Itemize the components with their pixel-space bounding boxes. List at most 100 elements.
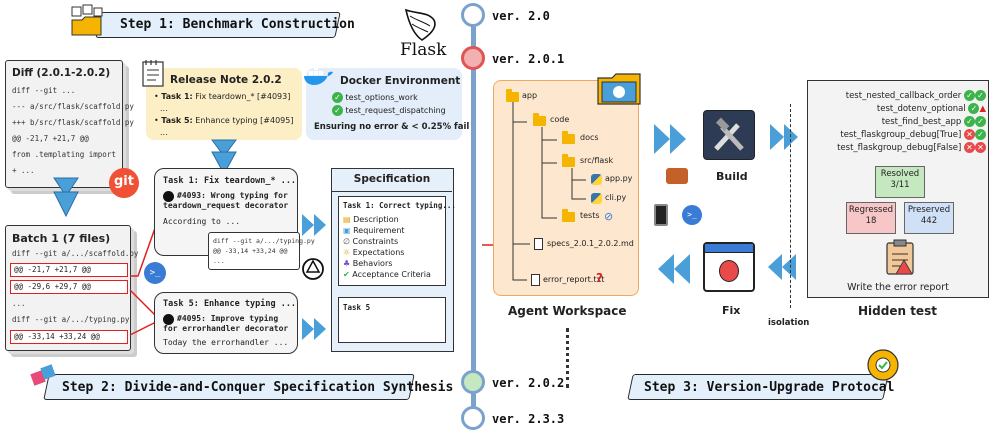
task5-body: Today the errorhandler ... [163, 338, 289, 347]
folder-chart-icon [71, 4, 103, 36]
preserved-label: Preserved [907, 205, 951, 215]
diff-title: Diff (2.0.1-2.0.2) [12, 67, 111, 79]
folder-icon [506, 89, 519, 102]
markdown-file-icon [534, 238, 543, 250]
build-label: Build [716, 170, 748, 183]
folder-icon [562, 154, 575, 167]
diff-line: + ... [12, 166, 35, 175]
gear-badge-icon [867, 349, 899, 381]
spec-task1-title: Task 1: Correct typing... [343, 201, 456, 210]
release-note-title: Release Note 2.0.2 [170, 74, 282, 86]
spec-task1-doc: Task 1: Correct typing... ▤ Description … [338, 196, 456, 286]
question-mark-icon: ? [596, 271, 603, 285]
cross-icon: ✕ [964, 129, 975, 140]
tree-item: app [522, 91, 538, 100]
diff-document: Diff (2.0.1-2.0.2) diff --git ... --- a/… [5, 60, 134, 188]
tree-item: app.py [605, 174, 633, 183]
preserved-value: 442 [920, 216, 938, 227]
openai-icon [302, 258, 324, 280]
regressed-badge: Regressed 18 [846, 202, 896, 234]
check-icon: ✓ [975, 116, 986, 127]
release-ellipsis: ... [160, 104, 168, 113]
fix-icon [703, 242, 755, 292]
isolation-divider [790, 104, 791, 308]
version-label: ver. 2.3.3 [492, 412, 565, 426]
spec-item: ▣ Requirement [343, 226, 405, 235]
behaviors-icon: ♣ [343, 259, 351, 268]
resolved-badge: Resolved 3/11 [875, 166, 925, 198]
hidden-test-label: Hidden test [858, 304, 937, 318]
python-file-icon [591, 174, 602, 185]
docker-title: Docker Environment [340, 75, 461, 87]
diff-hunk: @@ -21,7 +21,7 @@ [10, 263, 128, 277]
batch-title: Batch 1 (7 files) [12, 232, 111, 245]
bug-icon [719, 260, 739, 282]
spec-item: ∅ Constraints [343, 237, 399, 246]
expectations-icon: ☼ [343, 248, 351, 257]
check-icon: ✓ [975, 90, 986, 101]
diff-line: @@ -21,7 +21,7 @@ [12, 134, 89, 143]
acceptance-icon: ✔ [343, 270, 350, 279]
right-chevron-icon [302, 318, 326, 340]
right-chevron-icon [302, 214, 326, 236]
tree-item: error_report.txt [543, 275, 605, 284]
check-icon: ✓ [968, 103, 980, 114]
step2-title: Step 2: Divide-and-Conquer Specification… [62, 380, 454, 395]
constraints-icon: ∅ [343, 237, 350, 246]
specification-panel: Specification Task 1: Correct typing... … [331, 168, 456, 352]
check-icon: ✓ [332, 92, 343, 103]
version-label: ver. 2.0.1 [492, 52, 565, 66]
tree-item: code [550, 115, 570, 124]
step1-title: Step 1: Benchmark Construction [120, 17, 355, 32]
flask-label: Flask [400, 40, 447, 60]
version-node [461, 3, 485, 27]
diff-line: +++ b/src/flask/scaffold.py [12, 118, 134, 127]
docker-icon [304, 66, 333, 85]
tree-item: docs [580, 133, 599, 142]
spec-item: ♣ Behaviors [343, 259, 393, 268]
docker-note: Ensuring no error & < 0.25% fail [314, 122, 470, 132]
docker-test-1: ✓ test_options_work [332, 92, 418, 103]
hidden-test-row: test_flaskgroup_debug[True] ✕✓ [812, 129, 986, 140]
release-note-card: Release Note 2.0.2 • Task 1: Fix teardow… [146, 68, 302, 140]
check-icon: ✓ [332, 105, 343, 116]
version-timeline [471, 14, 476, 418]
check-icon: ✓ [964, 90, 975, 101]
task1-body: According to ... [163, 217, 241, 226]
flask-logo-icon [404, 8, 436, 41]
right-chevron-icon [770, 124, 798, 150]
task5-issue: #4095: Improve typing for errorhandler d… [163, 314, 289, 333]
description-icon: ▤ [343, 215, 351, 224]
release-ellipsis: ... [160, 128, 168, 137]
down-arrow-icon [211, 139, 237, 176]
diff-hunk: @@ -29,6 +29,7 @@ [10, 280, 128, 294]
folder-icon [562, 209, 575, 222]
agent-workspace-panel [493, 80, 639, 296]
task1-title: Task 1: Fix teardown_* ... [163, 176, 297, 186]
version-node-current [461, 46, 485, 70]
docker-environment-card: Docker Environment ✓ test_options_work ✓… [306, 68, 469, 140]
mini-diff-line: @@ -33,14 +33,24 @@ [213, 247, 288, 255]
git-icon: git [109, 168, 139, 198]
mini-diff-line: diff --git a/.../typing.py [213, 237, 315, 245]
github-icon [163, 191, 174, 202]
diff-line: --- a/src/flask/scaffold.py [12, 102, 134, 111]
fix-label: Fix [722, 304, 741, 317]
version-label: ver. 2.0 [492, 9, 550, 23]
down-arrow-icon [53, 177, 79, 218]
preserved-badge: Preserved 442 [904, 202, 954, 234]
report-label: Write the error report [847, 282, 949, 293]
check-icon: ✓ [975, 129, 986, 140]
github-icon [163, 314, 174, 325]
mini-diff-line: ... [213, 257, 225, 265]
right-chevron-icon [654, 124, 686, 154]
isolation-label: isolation [768, 318, 810, 328]
agent-workspace-label: Agent Workspace [508, 304, 627, 318]
docker-test-2: ✓ test_request_dispatching [332, 105, 446, 116]
notepad-icon [142, 60, 164, 87]
timeline-dots [566, 328, 569, 388]
warning-icon: ▲ [979, 104, 986, 114]
hidden-test-row: test_nested_callback_order ✓✓ [812, 90, 986, 101]
diff-line: diff --git ... [12, 86, 76, 95]
